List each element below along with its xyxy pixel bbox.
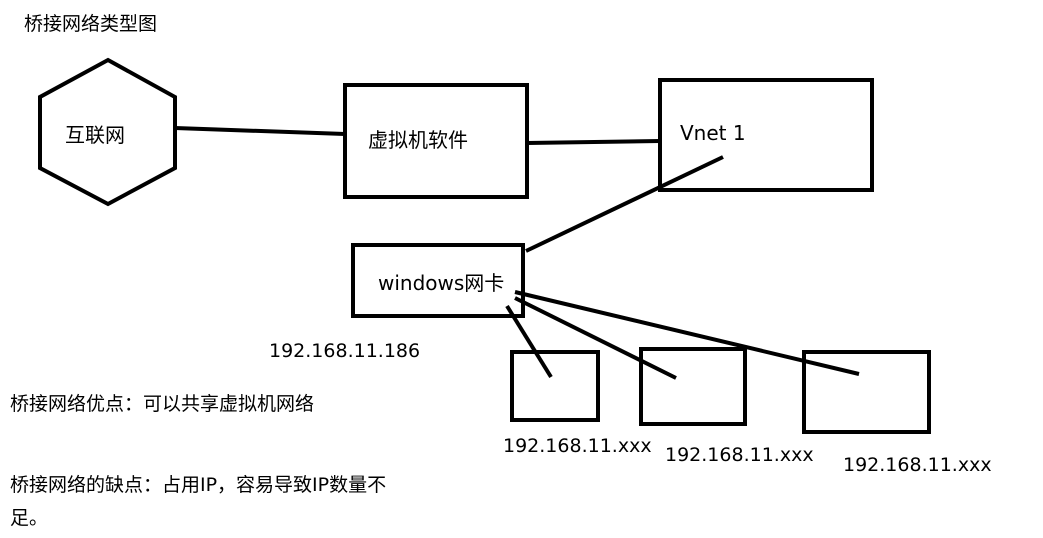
vnet-node-label: Vnet 1 (680, 121, 746, 145)
vm-software-node-label: 虚拟机软件 (368, 128, 468, 152)
edge-nic-host3 (514, 290, 860, 376)
edge-vm-vnet (526, 139, 661, 145)
advantage-note: 桥接网络优点：可以共享虚拟机网络 (10, 393, 315, 415)
disadvantage-note: 桥接网络的缺点：占用IP，容易导致IP数量不足。 (10, 474, 387, 529)
windows-nic-ip-label: 192.168.11.186 (269, 340, 421, 362)
edge-internet-vm (174, 126, 346, 136)
windows-nic-node-shape (351, 243, 525, 318)
windows-nic-node-label: windows网卡 (378, 271, 505, 295)
edge-vnet-nic (525, 155, 724, 253)
diagram-title: 桥接网络类型图 (24, 13, 158, 35)
internet-node-shape (38, 57, 177, 207)
host3-ip-label: 192.168.11.xxx (843, 454, 992, 476)
internet-node-label: 互联网 (65, 123, 125, 147)
host3-node-shape (802, 350, 931, 434)
host1-ip-label: 192.168.11.xxx (503, 435, 652, 457)
host2-node-shape (639, 347, 747, 426)
vnet-node-shape (658, 78, 874, 192)
edge-nic-host1 (505, 304, 553, 379)
host1-node-shape (510, 350, 600, 422)
edge-nic-host2 (514, 296, 677, 380)
host2-ip-label: 192.168.11.xxx (665, 444, 814, 466)
